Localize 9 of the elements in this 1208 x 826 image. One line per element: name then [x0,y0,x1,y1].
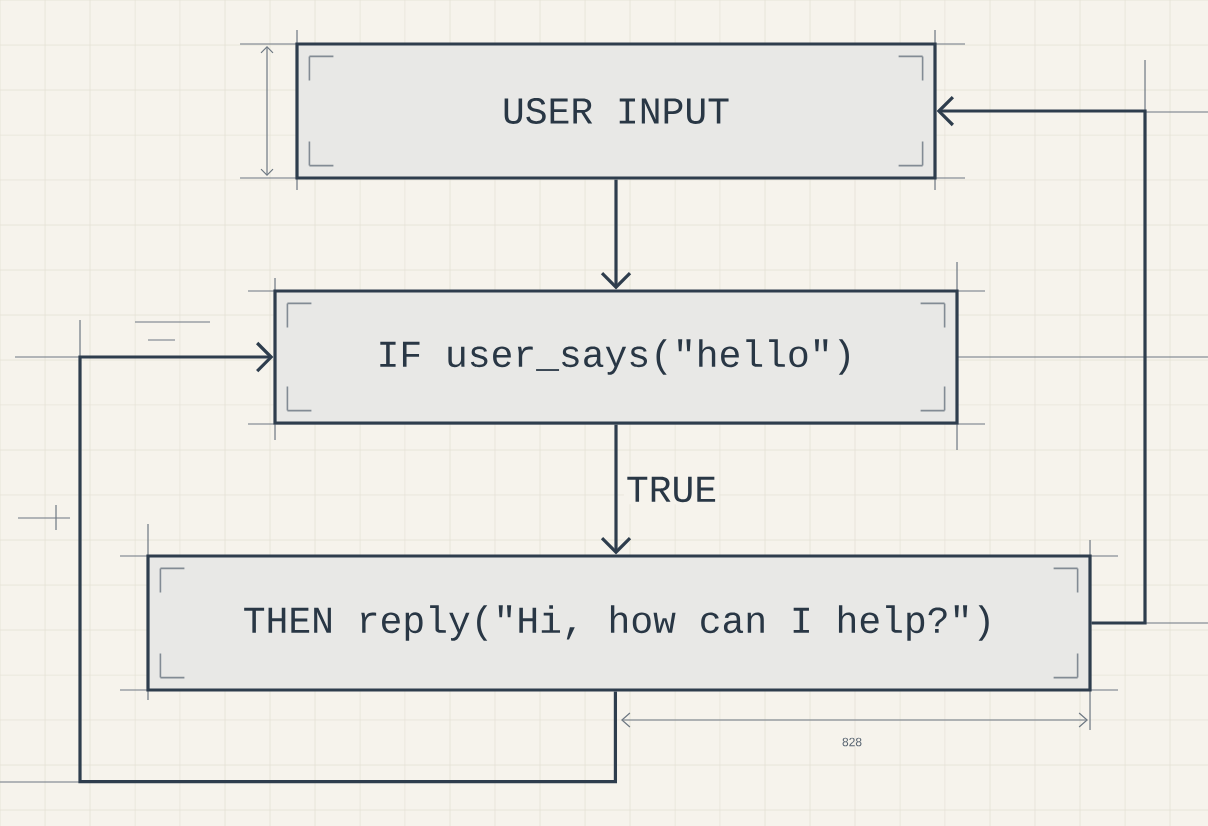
arrow [78,341,617,784]
action-box: THEN reply("Hi, how can I help?") [146,554,1092,692]
input-box: USER INPUT [295,42,937,180]
edge-label: TRUE [623,474,720,505]
arrow [600,179,632,290]
arrow [936,95,1147,625]
condition-box: IF user_says("hello") [273,289,959,425]
dimension-label: 828 [842,737,862,747]
arrow [600,424,632,555]
